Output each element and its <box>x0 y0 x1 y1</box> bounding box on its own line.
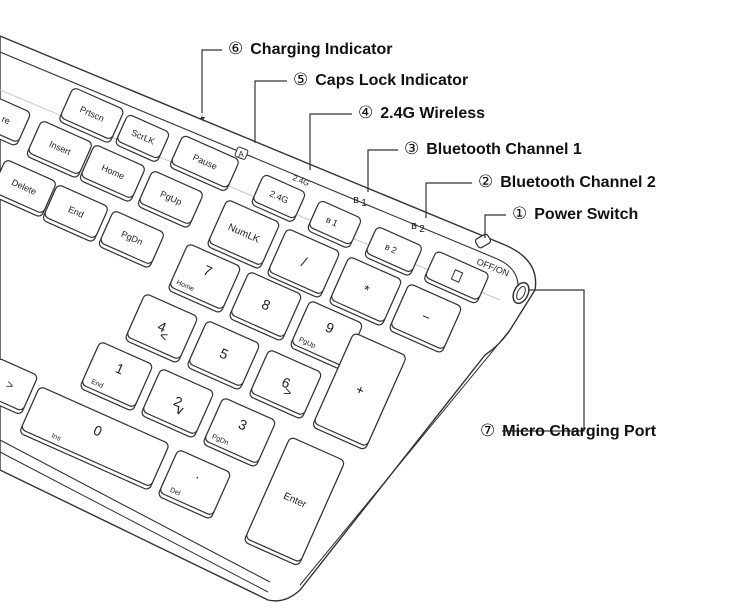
key-prtscn[interactable]: Prtscn <box>58 87 124 144</box>
callout-number: ⑥ <box>228 39 244 58</box>
key-plus[interactable]: + <box>312 333 407 451</box>
key-n6[interactable]: 6 <box>249 349 323 419</box>
key-pgup[interactable]: PgUp <box>137 170 204 228</box>
key-scrlk[interactable]: ScrLK <box>115 114 170 163</box>
callout-text: Charging Indicator <box>250 41 393 58</box>
bluetooth-icon: ʙ <box>383 242 392 253</box>
key-n8[interactable]: 8 <box>229 271 303 341</box>
key-bt1[interactable]: 1ʙ <box>307 200 362 249</box>
indicator-bt1-label: 1 <box>361 198 367 209</box>
key-star-label: * <box>360 281 372 298</box>
micro-charging-port <box>512 281 530 305</box>
callout-text: Bluetooth Channel 1 <box>426 141 582 158</box>
callout-micro-charging-port: ⑦ Micro Charging Port <box>480 422 656 441</box>
callout-number: ① <box>512 204 528 223</box>
key-pgdn[interactable]: PgDn <box>98 210 165 268</box>
calculator-icon <box>450 269 464 283</box>
bluetooth1-indicator-led: ʙ 1 <box>353 194 367 209</box>
key-pause[interactable]: Pause <box>169 135 240 192</box>
key-n1-sublabel: End <box>90 378 104 390</box>
bluetooth-icon: ʙ <box>353 194 359 206</box>
callout-24g-wireless: ④ 2.4G Wireless <box>358 104 485 123</box>
callout-caps-lock-indicator: ⑤ Caps Lock Indicator <box>293 71 468 90</box>
charging-indicator-led <box>200 114 205 122</box>
indicator-bt2-label: 2 <box>419 224 425 235</box>
key-bt2[interactable]: 2ʙ <box>364 226 423 276</box>
key-arrow[interactable]: > <box>0 358 38 415</box>
bluetooth-icon: ʙ <box>324 215 333 226</box>
key-insert[interactable]: Insert <box>26 120 93 178</box>
bluetooth2-indicator-led: ʙ 2 <box>411 220 425 235</box>
key-re[interactable]: re <box>0 96 31 146</box>
callout-power-switch: ① Power Switch <box>512 205 638 224</box>
callout-number: ② <box>478 172 494 191</box>
key-end[interactable]: End <box>42 184 109 242</box>
key-star[interactable]: * <box>329 256 403 326</box>
callout-text: Micro Charging Port <box>502 423 657 440</box>
key-dot-sublabel: Del <box>169 487 182 498</box>
key-n4[interactable]: 4 <box>125 293 199 363</box>
callout-number: ④ <box>358 103 374 122</box>
callout-text: 2.4G Wireless <box>380 105 486 122</box>
key-delete[interactable]: Delete <box>0 159 57 217</box>
key-bt2-label: 2 <box>390 244 399 255</box>
key-n0-sublabel: Ins <box>50 433 62 443</box>
power-switch[interactable] <box>474 233 492 249</box>
key-calc[interactable] <box>423 251 489 305</box>
callout-bluetooth-channel-2: ② Bluetooth Channel 2 <box>478 173 656 192</box>
caps-lock-indicator-led: A <box>234 146 249 160</box>
callout-charging-indicator: ⑥ Charging Indicator <box>228 40 392 59</box>
bluetooth-icon: ʙ <box>411 220 417 232</box>
key-enter[interactable]: Enter <box>244 437 346 566</box>
callout-bluetooth-channel-1: ③ Bluetooth Channel 1 <box>404 140 582 159</box>
key-dot[interactable]: · Del <box>158 449 232 519</box>
key-slash-label: / <box>299 254 309 270</box>
key-bt1-label: 1 <box>331 217 340 228</box>
key-n2[interactable]: 2 <box>141 368 215 438</box>
key-home[interactable]: Home <box>79 144 146 202</box>
key-minus[interactable]: − <box>389 283 463 353</box>
key-re-label: re <box>0 114 11 126</box>
callout-text: Caps Lock Indicator <box>315 72 469 89</box>
callout-text: Bluetooth Channel 2 <box>500 174 656 191</box>
key-24g[interactable]: 2.4G <box>251 174 306 223</box>
callout-number: ③ <box>404 139 420 158</box>
caps-symbol: A <box>238 150 244 159</box>
key-numlk[interactable]: NumLK <box>207 199 281 269</box>
callout-number: ⑤ <box>293 70 309 89</box>
callout-text: Power Switch <box>534 206 639 223</box>
key-n5[interactable]: 5 <box>187 320 261 390</box>
callout-number: ⑦ <box>480 421 496 440</box>
key-dot-label: · <box>192 468 203 485</box>
key-slash[interactable]: / <box>267 228 341 298</box>
leader-lines <box>201 49 585 432</box>
